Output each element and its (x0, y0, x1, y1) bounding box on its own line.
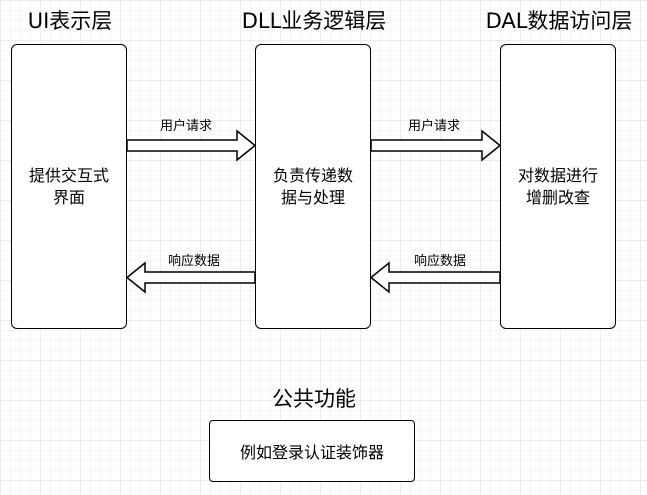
response-label-2: 响应数据 (413, 254, 466, 269)
ui-layer-box[interactable]: 提供交互式 界面 (11, 44, 127, 329)
request-arrow-dll-to-dal (370, 129, 502, 162)
common-functions-title: 公共功能 (272, 387, 356, 411)
response-arrow-dal-to-dll (369, 261, 501, 294)
response-arrow-dll-to-ui (125, 261, 256, 294)
dll-layer-title: DLL业务逻辑层 (241, 9, 387, 33)
common-functions-example: 例如登录认证装饰器 (239, 443, 384, 462)
dal-layer-description: 对数据进行 增删改查 (517, 165, 598, 207)
common-functions-box[interactable]: 例如登录认证装饰器 (209, 420, 415, 482)
dll-layer-box[interactable]: 负责传递数 据与处理 (255, 44, 371, 329)
ui-layer-title: UI表示层 (27, 9, 113, 33)
response-label-1: 响应数据 (167, 254, 220, 269)
dal-layer-box[interactable]: 对数据进行 增删改查 (500, 44, 616, 329)
ui-layer-description: 提供交互式 界面 (28, 165, 109, 207)
request-arrow-ui-to-dll (126, 129, 257, 162)
dal-layer-title: DAL数据访问层 (485, 9, 633, 33)
request-label-2: 用户请求 (407, 119, 460, 134)
request-label-1: 用户请求 (159, 119, 212, 134)
dll-layer-description: 负责传递数 据与处理 (272, 165, 353, 207)
